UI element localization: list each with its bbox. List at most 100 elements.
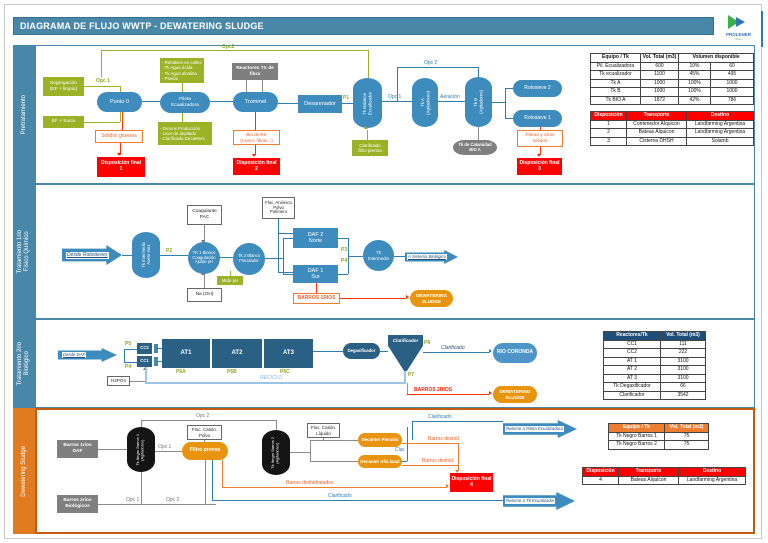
flow-label: Opc 1 xyxy=(126,497,140,503)
lane-label: Tratamiento 1rio Físico Químico xyxy=(17,229,30,274)
arrowhead xyxy=(201,240,205,243)
connector-line xyxy=(310,461,358,462)
connector-line xyxy=(283,274,293,275)
node-h2po4: H2PO4 xyxy=(107,376,130,386)
connector-line xyxy=(397,67,478,68)
cell: 75 xyxy=(664,440,709,450)
table-header: Reactores/Tk xyxy=(603,331,661,341)
node-tk-intermedio-inox: Tk Intermedio Acero Inox xyxy=(132,232,160,278)
connector-line xyxy=(323,438,324,440)
tank-label: Tk Negro Barros 2 (Agitadores) xyxy=(270,436,280,469)
arrow-desde-rotosieves: Desde Rotosieves xyxy=(62,245,122,265)
flow-label: Aeración xyxy=(440,94,460,100)
connector-line xyxy=(540,147,541,155)
table-header: Destino xyxy=(678,467,746,477)
node-at3: AT3 xyxy=(264,339,313,368)
node-disposicion-final-2: Disposición final 2 xyxy=(233,158,280,175)
connector-line xyxy=(402,443,458,444)
connector-line xyxy=(412,421,413,440)
node-tk-calamidad: Tk de Calamidad BIO A xyxy=(453,140,497,155)
connector-line xyxy=(505,118,513,119)
connector-line xyxy=(182,113,183,122)
connector-line xyxy=(182,83,183,92)
connector-line xyxy=(84,86,120,87)
table-header: Destino xyxy=(686,111,754,121)
title-bar: DIAGRAMA DE FLUJO WWTP - DEWATERING SLUD… xyxy=(13,17,714,35)
cell: 42% xyxy=(678,95,711,105)
cell: Tk Degasificador xyxy=(603,382,661,392)
arrowhead xyxy=(489,349,492,353)
connector-line xyxy=(255,112,256,130)
cell: 222 xyxy=(660,348,706,358)
reciclo-line xyxy=(404,371,406,383)
node-dewatering-sludge-1: DEWATERING SLUDGE xyxy=(410,290,453,307)
cell: 111 xyxy=(660,339,706,349)
node-decanter-pieralisi: Decanter Pieralisi xyxy=(358,433,402,447)
connector-line xyxy=(407,427,408,461)
node-at2: AT2 xyxy=(212,339,262,368)
connector-line xyxy=(158,361,162,362)
node-mide-ph: Mide pH xyxy=(217,276,243,285)
pump-label: P6B xyxy=(227,369,237,375)
connector-line xyxy=(505,88,513,89)
connector-line xyxy=(438,101,465,102)
connector-line xyxy=(278,219,279,272)
node-disposicion-final-3: Disposición final 3 xyxy=(517,158,562,175)
cell: AT 1 xyxy=(603,356,661,366)
node-barros-1rios: BARROS 1RIOS xyxy=(293,293,340,304)
tank-label: Tk B (Agitadores) xyxy=(473,90,484,114)
cell: Tk ecualizador xyxy=(590,70,641,80)
node-tk-balance-ecualizador: Tk Balance Ecualizador xyxy=(353,78,382,128)
connector-line xyxy=(458,443,459,471)
flow-label: Opc 1 xyxy=(158,444,172,450)
node-rotosieve-2: Rotosieve 2 xyxy=(513,80,562,97)
flow-label: Clarificado xyxy=(328,493,352,499)
node-dewatering-sludge-2: DEWATERING SLUDGE xyxy=(493,386,537,403)
table-header: Equipo / Tk xyxy=(608,423,665,433)
connector-line xyxy=(338,274,348,275)
arrowhead xyxy=(117,153,121,156)
flow-label: Clar. xyxy=(395,447,406,453)
cell: 1000 xyxy=(640,78,679,88)
cell: Cisterna DHSH xyxy=(626,136,687,146)
cell: 66 xyxy=(660,382,706,392)
connector-line xyxy=(397,67,398,101)
connector-line xyxy=(382,101,412,102)
connector-line xyxy=(492,102,505,103)
flow-label: Barros deshid. xyxy=(422,458,455,464)
arrowhead xyxy=(446,484,449,488)
connector-line xyxy=(505,88,506,118)
connector-line xyxy=(141,420,142,427)
pump-label: P5 xyxy=(125,341,132,347)
connector-line xyxy=(141,472,142,504)
cell: Tk A xyxy=(590,78,641,88)
node-floc-cation-polvo: Floc. Catión. Polvo xyxy=(187,425,222,440)
node-rotosieve-1: Rotosieve 1 xyxy=(513,110,562,127)
cell: 1100 xyxy=(640,70,679,80)
connector-line xyxy=(246,80,247,92)
connector-line xyxy=(310,440,358,441)
node-tk2-blanco: Tk 2 Blanco Floculador xyxy=(233,243,265,275)
node-solidos-gruesos: Sólidos gruesos xyxy=(95,130,143,143)
flow-label: RECICLO xyxy=(260,375,283,381)
cell: CC2 xyxy=(603,348,661,358)
cell: 4 xyxy=(582,475,619,485)
reciclo-line xyxy=(145,382,406,384)
node-cc1: CC1 xyxy=(137,356,152,367)
node-bin-rs: Bin de RS (Cuero, fibras...) xyxy=(233,130,280,145)
node-floc-anionico: Floc. Aniónico Polvo Polímero xyxy=(262,197,295,219)
flow-label: Clarificado xyxy=(428,414,452,420)
pump-label: P8 xyxy=(424,340,431,346)
connector-line xyxy=(210,101,233,102)
connector-line xyxy=(380,351,388,352)
flow-label: Barros deshid. xyxy=(428,436,461,442)
pump-label: P4 xyxy=(341,258,348,264)
node-tk-a: Tk A (Agitadores) xyxy=(412,78,438,127)
